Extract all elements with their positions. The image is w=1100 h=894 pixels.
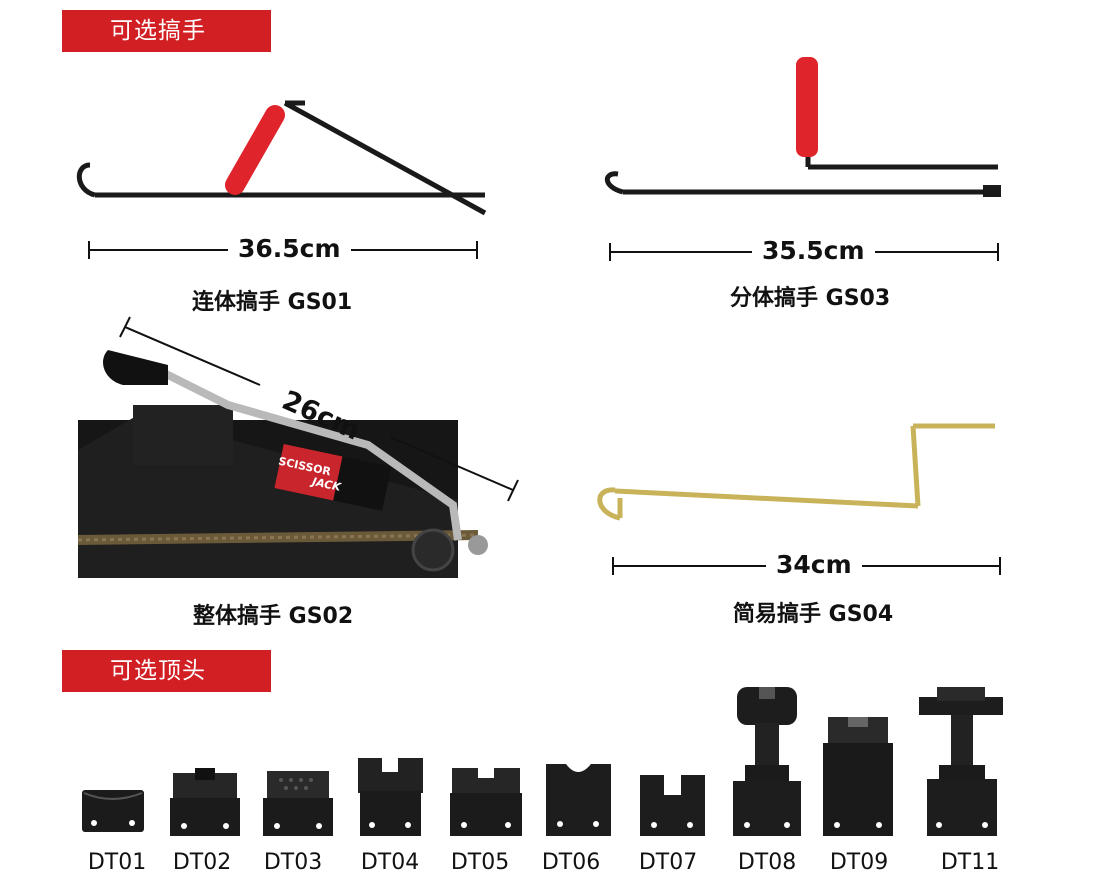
dt05-label: DT05 [450, 850, 510, 875]
dt03-label: DT03 [263, 850, 323, 875]
gs02-jack-image: SCISSOR JACK [78, 340, 518, 578]
gs04-length: 34cm [766, 550, 862, 579]
dt02-label: DT02 [172, 850, 232, 875]
gs03-dimension-tick-left [609, 243, 611, 261]
heads-section-banner: 可选顶头 [62, 650, 271, 692]
dt01-head-image [82, 790, 144, 832]
heads-row [0, 680, 1100, 880]
gs03-caption: 分体搞手 GS03 [730, 286, 891, 311]
dt09-label: DT09 [829, 850, 889, 875]
dt04-label: DT04 [360, 850, 420, 875]
gs04-dimension-tick-left [612, 557, 614, 575]
dt09-head-image [823, 717, 893, 836]
dt04-head-image [358, 758, 423, 836]
dt08-head-image [733, 687, 801, 836]
dt07-head-image [640, 775, 705, 836]
gs01-handle-image [76, 100, 487, 216]
gs03-dimension-tick-right [997, 243, 999, 261]
gs01-dimension-tick-left [88, 241, 90, 259]
dt02-head-image [170, 768, 240, 836]
gs04-handle-image [597, 423, 995, 521]
dt06-label: DT06 [541, 850, 601, 875]
dt01-label: DT01 [87, 850, 147, 875]
gs02-caption: 整体搞手 GS02 [193, 604, 354, 629]
dt11-label: DT11 [940, 850, 1000, 875]
gs01-length: 36.5cm [228, 234, 351, 263]
dt06-head-image [546, 764, 611, 836]
dt08-label: DT08 [737, 850, 797, 875]
dt07-label: DT07 [638, 850, 698, 875]
dt11-head-image [919, 687, 1003, 836]
handles-section-banner: 可选搞手 [62, 10, 271, 52]
gs04-caption: 简易搞手 GS04 [733, 602, 894, 627]
gs04-dimension-tick-right [999, 557, 1001, 575]
gs01-dimension-tick-right [476, 241, 478, 259]
dt03-head-image [263, 771, 333, 836]
dt05-head-image [450, 768, 522, 836]
gs03-length: 35.5cm [752, 236, 875, 265]
gs01-caption: 连体搞手 GS01 [192, 290, 353, 315]
gs02-dimension-line [119, 316, 519, 502]
gs03-handle-image [604, 57, 1001, 197]
